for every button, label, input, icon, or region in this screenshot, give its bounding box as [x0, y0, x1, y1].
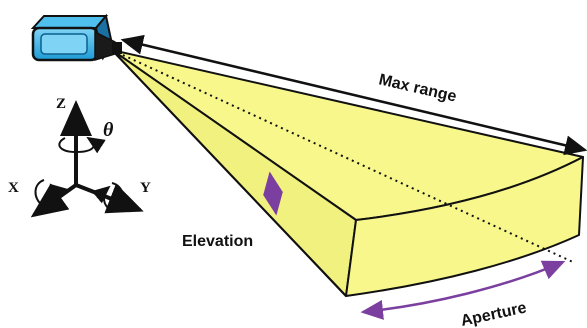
max-range-label: Max range	[377, 71, 458, 105]
aperture-label: Aperture	[459, 299, 528, 328]
elevation-label: Elevation	[182, 233, 253, 250]
elevation-arrow	[263, 171, 283, 216]
z-axis-label: Z	[56, 96, 66, 112]
z-rotation-icon	[58, 136, 106, 154]
y-rotation-icon	[104, 183, 123, 209]
x-axis-label: X	[8, 180, 19, 196]
x-rotation-icon	[35, 180, 56, 207]
theta-label: θ	[103, 119, 114, 141]
aperture-arrow	[360, 260, 566, 320]
y-axis-label: Y	[140, 180, 151, 196]
sonar-sensor-icon	[30, 13, 122, 62]
beam-volume	[111, 49, 584, 297]
coordinate-frame: Z X Y θ	[8, 96, 151, 218]
max-range-arrow	[120, 34, 587, 156]
